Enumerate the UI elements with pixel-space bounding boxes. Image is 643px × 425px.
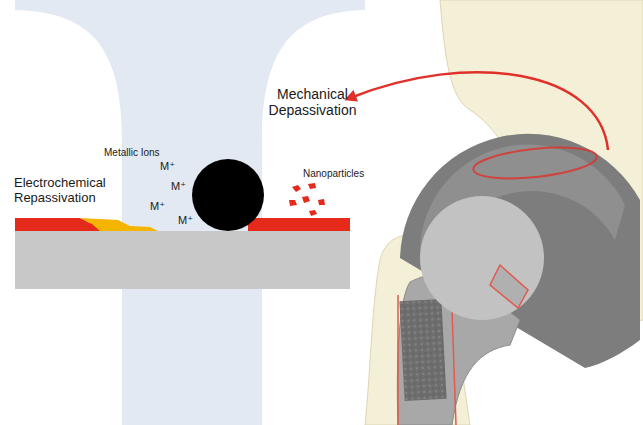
particle-label: Nanoparticles	[303, 168, 383, 180]
stem-porous-coating	[399, 299, 446, 401]
substrate	[15, 231, 350, 289]
ion-symbol: M⁺	[150, 200, 174, 213]
passive-layer-right	[248, 218, 350, 231]
neck-taper	[490, 265, 528, 308]
femoral-head	[420, 196, 544, 320]
counterface-ball	[192, 159, 264, 231]
zoom-arrow	[350, 72, 608, 150]
background-stem	[15, 0, 365, 425]
ion-symbol: M⁺	[178, 214, 202, 227]
process-label: Mechanical Depassivation	[250, 86, 375, 118]
nanoparticles	[289, 183, 325, 216]
ion-symbol: M⁺	[171, 180, 195, 193]
contact-zone	[472, 143, 598, 184]
process-label: Electrochemical Repassivation	[14, 176, 129, 206]
repassivating-layer	[80, 218, 158, 231]
ion-label: Metallic Ions	[104, 147, 184, 159]
stem-outline	[398, 295, 456, 425]
ion-symbol: M⁺	[160, 160, 184, 173]
